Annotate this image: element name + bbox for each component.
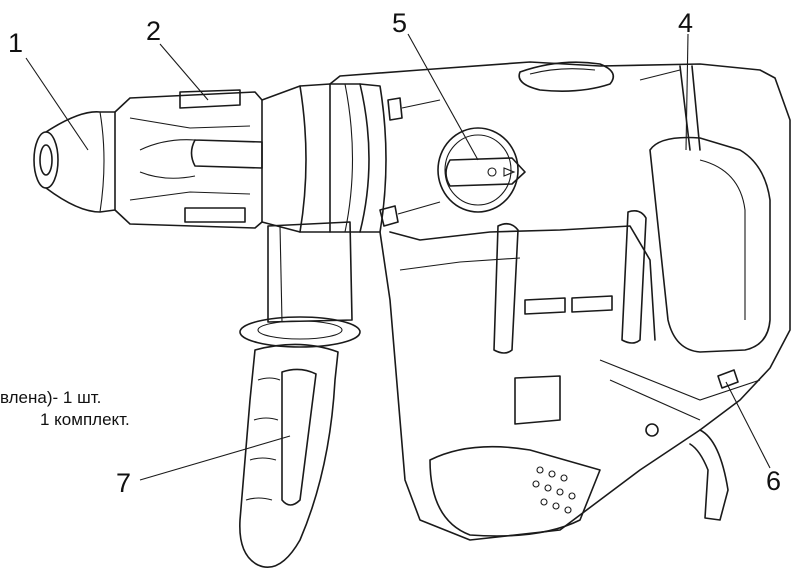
cut-text-line-2: 1 комплект.	[40, 410, 130, 429]
vent-holes	[532, 466, 576, 514]
indicator-window	[717, 369, 739, 389]
barrel-collar	[261, 83, 387, 233]
side-handle	[239, 221, 361, 568]
leader-7	[139, 435, 291, 481]
leader-2	[159, 43, 209, 101]
locking-sleeve	[114, 89, 263, 229]
mode-selector	[437, 127, 526, 213]
cut-text-line-1: влена)- 1 шт.	[0, 388, 102, 407]
callout-label-1: 1	[8, 28, 24, 58]
callout-label-2: 2	[146, 16, 162, 46]
leader-4	[685, 33, 689, 151]
leader-1	[25, 57, 89, 151]
leader-lines	[25, 33, 771, 481]
callout-label-5: 5	[392, 8, 408, 38]
leader-6	[725, 381, 771, 469]
callout-label-4: 4	[678, 8, 694, 38]
tool-holder-tip	[33, 111, 116, 213]
leader-5	[407, 33, 479, 161]
callout-label-6: 6	[766, 466, 782, 496]
motor-housing	[329, 61, 791, 541]
callout-label-7: 7	[116, 468, 132, 498]
